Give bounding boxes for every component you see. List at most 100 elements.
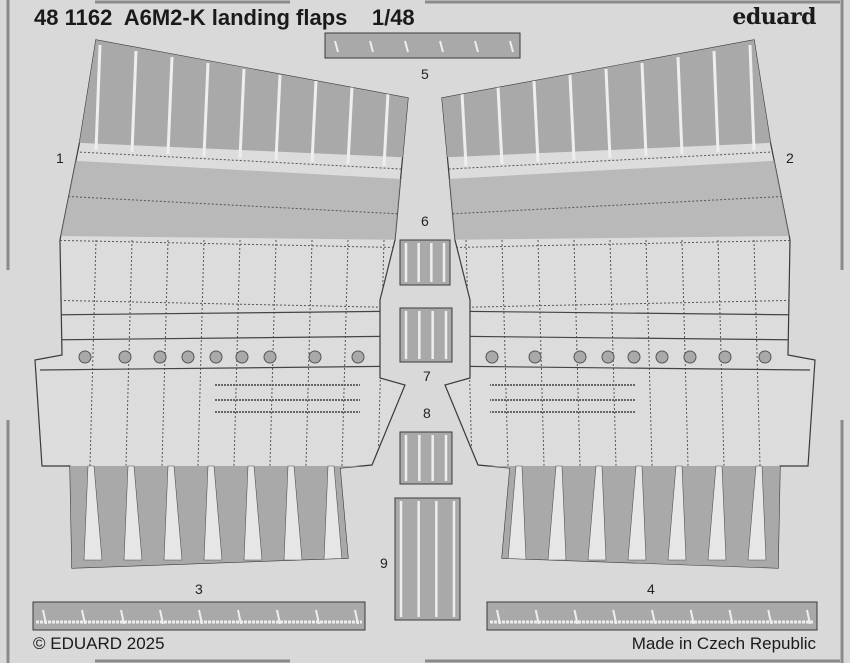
hinge-arm xyxy=(627,465,647,561)
part-4 xyxy=(486,601,818,631)
part-label-5: 5 xyxy=(421,66,429,82)
eduard-logo: eduard xyxy=(732,4,816,30)
part-5 xyxy=(324,32,521,59)
lightening-hole xyxy=(573,350,587,364)
lightening-hole xyxy=(758,350,772,364)
top-rib xyxy=(676,56,684,155)
top-rib xyxy=(460,92,468,167)
part-label-9: 9 xyxy=(380,555,388,571)
rivet-line xyxy=(501,239,509,467)
part-8 xyxy=(399,431,453,485)
rivet-line xyxy=(89,239,97,467)
lightening-hole xyxy=(683,350,697,364)
top-rib xyxy=(532,80,540,163)
part-label-3: 3 xyxy=(195,581,203,597)
part-tab xyxy=(369,40,374,53)
lightening-hole xyxy=(601,350,615,364)
rivet-row xyxy=(39,239,408,249)
lightening-hole xyxy=(209,350,223,364)
lightening-hole xyxy=(181,350,195,364)
top-rib xyxy=(94,44,102,151)
part-tab xyxy=(120,609,125,625)
rivet-line xyxy=(305,239,313,467)
rivet-row xyxy=(442,149,811,171)
top-rib xyxy=(712,50,720,153)
top-rib xyxy=(238,68,246,159)
rivet-line xyxy=(197,239,205,467)
lightening-hole xyxy=(235,350,249,364)
lightening-hole xyxy=(153,350,167,364)
copyright-text: © EDUARD 2025 xyxy=(33,634,165,653)
hinge-arm xyxy=(83,465,103,561)
part-7 xyxy=(399,307,453,363)
part-label-2: 2 xyxy=(786,150,794,166)
part-3 xyxy=(32,601,366,631)
flap-rib-panels xyxy=(442,160,790,240)
top-rib xyxy=(274,74,282,161)
hinge-arm xyxy=(163,465,183,561)
part-label-7: 7 xyxy=(423,368,431,384)
lightening-hole xyxy=(263,350,277,364)
lightening-hole xyxy=(78,350,92,364)
rivet-row xyxy=(39,194,408,216)
part-body xyxy=(324,32,521,59)
top-rib xyxy=(748,44,756,151)
part-body xyxy=(32,601,366,631)
top-rib xyxy=(568,74,576,161)
hinge-arm xyxy=(747,465,767,561)
hinge-arm xyxy=(203,465,223,561)
panel-line xyxy=(39,335,408,341)
panel-line xyxy=(442,335,811,341)
rivet-row xyxy=(442,194,811,216)
part-tab xyxy=(474,40,479,53)
top-rib xyxy=(346,86,354,165)
fret-title: 48 1162 A6M2-K landing flaps 1/48 xyxy=(34,5,415,30)
lightening-hole xyxy=(718,350,732,364)
panel-line xyxy=(39,365,408,371)
fret-frame xyxy=(6,0,844,663)
part-label-8: 8 xyxy=(423,405,431,421)
panel-line xyxy=(442,310,811,316)
top-rib xyxy=(382,92,390,167)
rivet-row xyxy=(442,299,811,309)
lightening-hole xyxy=(118,350,132,364)
lightening-hole xyxy=(655,350,669,364)
part-body xyxy=(399,431,453,485)
top-rib xyxy=(496,86,504,165)
top-rib xyxy=(310,80,318,163)
lightening-hole xyxy=(308,350,322,364)
rivet-row xyxy=(39,149,408,171)
top-rib xyxy=(604,68,612,159)
part-6 xyxy=(399,239,451,286)
part-tab xyxy=(404,40,409,53)
hinge-arm xyxy=(123,465,143,561)
part-tab xyxy=(276,609,281,625)
part-label-6: 6 xyxy=(421,213,429,229)
hinge-arm xyxy=(587,465,607,561)
part-tab xyxy=(334,40,339,53)
part-body xyxy=(399,239,451,286)
panel-line xyxy=(442,365,811,371)
origin-text: Made in Czech Republic xyxy=(631,634,816,653)
part-tab xyxy=(509,40,514,53)
top-rib xyxy=(202,62,210,157)
part-tab xyxy=(439,40,444,53)
lightening-hole xyxy=(485,350,499,364)
part-body xyxy=(394,497,461,621)
part-1-left-flap xyxy=(34,39,409,569)
rivet-line xyxy=(753,239,761,467)
flap-rib-panels xyxy=(60,160,408,240)
top-rib xyxy=(640,62,648,157)
lightening-hole xyxy=(528,350,542,364)
flap-bottom-panel xyxy=(60,466,408,568)
hinge-arm xyxy=(243,465,263,561)
part-2-right-flap xyxy=(441,39,816,569)
hinge-arm xyxy=(667,465,687,561)
part-body xyxy=(399,307,453,363)
flap-bottom-panel xyxy=(442,466,790,568)
rivet-line xyxy=(645,239,653,467)
part-9 xyxy=(394,497,461,621)
lightening-hole xyxy=(627,350,641,364)
